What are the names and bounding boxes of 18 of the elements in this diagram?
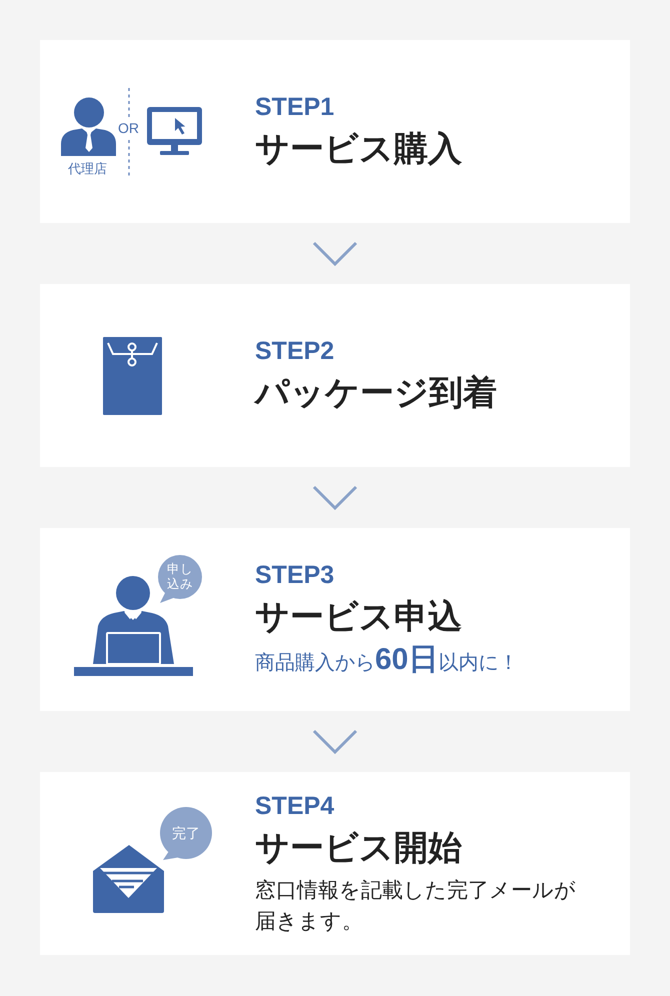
or-label: OR <box>118 120 139 137</box>
step-title: パッケージ到着 <box>255 373 497 414</box>
step-label: STEP4 <box>255 790 334 820</box>
step-note: 商品購入から60日以内に！ <box>255 644 518 678</box>
step-card <box>40 40 630 223</box>
step-note: 窓口情報を記載した完了メールが届きます。 <box>255 878 577 934</box>
icon-caption: 代理店 <box>68 161 107 177</box>
step-label: STEP3 <box>255 560 334 590</box>
step-card <box>40 284 630 467</box>
step-title: サービス申込 <box>255 597 462 638</box>
bubble-text: 完了 <box>172 824 200 842</box>
step-title: サービス開始 <box>255 828 462 868</box>
step-label: STEP1 <box>255 92 334 122</box>
step-card <box>40 528 630 711</box>
bubble-text: 申し込み <box>167 562 193 592</box>
step-label: STEP2 <box>255 336 334 366</box>
step-title: サービス購入 <box>255 129 462 170</box>
step-card <box>40 772 630 955</box>
